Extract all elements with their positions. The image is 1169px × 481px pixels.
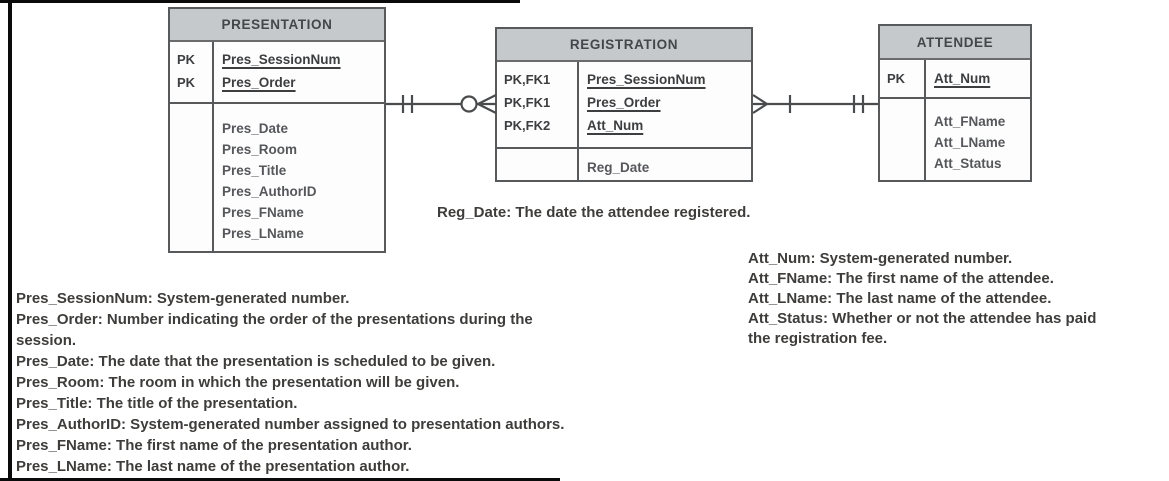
entity-registration: REGISTRATION PK,FK1 Pres_SessionNum PK,F…	[495, 27, 753, 182]
attribute-name: Att_FName	[934, 114, 1006, 129]
frame-left-border	[8, 0, 12, 481]
attribute-name: Pres_LName	[222, 226, 304, 241]
key-column-divider	[924, 60, 926, 180]
attribute-name: Reg_Date	[587, 160, 650, 175]
attribute-name: Pres_AuthorID	[222, 184, 317, 199]
pk-section-divider	[497, 147, 751, 149]
key-label: PK,FK1	[504, 95, 551, 110]
attribute-row: Reg_Date	[577, 157, 751, 178]
attribute-row: Att_Status	[924, 153, 1030, 174]
entity-registration-pk-section: PK,FK1 Pres_SessionNum PK,FK1 Pres_Order…	[497, 62, 751, 137]
entity-presentation: PRESENTATION PK Pres_SessionNum PK Pres_…	[168, 7, 386, 253]
attribute-name: Att_Num	[934, 71, 991, 86]
frame-top-border	[0, 0, 520, 3]
key-column-divider	[577, 62, 579, 180]
attribute-row: Pres_AuthorID	[212, 181, 384, 202]
attribute-row: Pres_FName	[212, 202, 384, 223]
frame-bottom-border	[0, 478, 560, 481]
key-label: PK	[177, 52, 196, 67]
attribute-row: Pres_LName	[212, 223, 384, 244]
note-line: Pres_AuthorID: System-generated number a…	[16, 416, 565, 433]
pk-row: PK Att_Num	[880, 67, 1030, 90]
attribute-name: Pres_FName	[222, 205, 304, 220]
one-or-many-icon	[752, 94, 792, 114]
key-column-divider	[212, 42, 214, 251]
note-line: Att_Status: Whether or not the attendee …	[748, 310, 1097, 327]
entity-presentation-title: PRESENTATION	[170, 9, 384, 42]
attribute-name: Pres_Order	[222, 75, 296, 90]
note-line: Pres_Order: Number indicating the order …	[16, 311, 533, 328]
attribute-name: Pres_Date	[222, 121, 289, 136]
one-and-only-one-icon	[401, 95, 414, 113]
note-line: session.	[16, 332, 77, 349]
reg-date-note: Reg_Date: The date the attendee register…	[437, 204, 751, 221]
pk-section-divider	[880, 97, 1030, 99]
note-line: Att_FName: The first name of the attende…	[748, 270, 1054, 287]
pk-row: PK,FK2 Att_Num	[497, 114, 751, 137]
key-label: PK	[177, 75, 196, 90]
note-line: Pres_SessionNum: System-generated number…	[16, 290, 350, 307]
relationship-presentation-registration	[386, 94, 497, 114]
attribute-name: Pres_SessionNum	[222, 52, 341, 67]
entity-presentation-attr-section: Pres_Date Pres_Room Pres_Title Pres_Auth…	[170, 104, 384, 244]
attribute-name: Pres_Room	[222, 142, 298, 157]
one-and-only-one-icon	[852, 95, 865, 113]
pk-row: PK,FK1 Pres_Order	[497, 91, 751, 114]
note-line: Att_Num: System-generated number.	[748, 250, 1013, 267]
key-label: PK,FK1	[504, 72, 551, 87]
note-line: Pres_FName: The first name of the presen…	[16, 437, 412, 454]
attendee-notes-block: Att_Num: System-generated number. Att_FN…	[748, 249, 1096, 349]
attribute-row: Pres_Title	[212, 160, 384, 181]
note-line: Pres_LName: The last name of the present…	[16, 458, 410, 475]
pk-section-divider	[170, 102, 384, 104]
zero-or-many-icon	[460, 94, 497, 114]
attribute-row: Att_LName	[924, 132, 1030, 153]
pk-row: PK Pres_Order	[170, 71, 384, 94]
attribute-row: Pres_Date	[212, 118, 384, 139]
attribute-row: Pres_Room	[212, 139, 384, 160]
relationship-registration-attendee	[752, 94, 878, 114]
attribute-name: Att_Status	[934, 156, 1002, 171]
entity-attendee-attr-section: Att_FName Att_LName Att_Status	[880, 97, 1030, 174]
note-line: Pres_Date: The date that the presentatio…	[16, 353, 496, 370]
entity-attendee-title: ATTENDEE	[880, 26, 1030, 60]
entity-presentation-pk-section: PK Pres_SessionNum PK Pres_Order	[170, 42, 384, 94]
note-line: Att_LName: The last name of the attendee…	[748, 290, 1052, 307]
attribute-name: Pres_Title	[222, 163, 287, 178]
note-line: Pres_Room: The room in which the present…	[16, 374, 460, 391]
entity-registration-title: REGISTRATION	[497, 29, 751, 62]
attribute-row: Att_FName	[924, 111, 1030, 132]
presentation-notes-block: Pres_SessionNum: System-generated number…	[16, 288, 564, 477]
key-label: PK	[887, 71, 906, 86]
attribute-name: Att_Num	[587, 118, 644, 133]
pk-row: PK,FK1 Pres_SessionNum	[497, 68, 751, 91]
key-label: PK,FK2	[504, 118, 551, 133]
note-line: Pres_Title: The title of the presentatio…	[16, 395, 298, 412]
entity-registration-attr-section: Reg_Date	[497, 147, 751, 178]
attribute-name: Pres_SessionNum	[587, 72, 706, 87]
attribute-name: Pres_Order	[587, 95, 661, 110]
note-line: the registration fee.	[748, 330, 888, 347]
attribute-name: Att_LName	[934, 135, 1006, 150]
entity-attendee: ATTENDEE PK Att_Num Att_FName Att_LName …	[878, 24, 1032, 182]
pk-row: PK Pres_SessionNum	[170, 48, 384, 71]
entity-attendee-pk-section: PK Att_Num	[880, 60, 1030, 90]
